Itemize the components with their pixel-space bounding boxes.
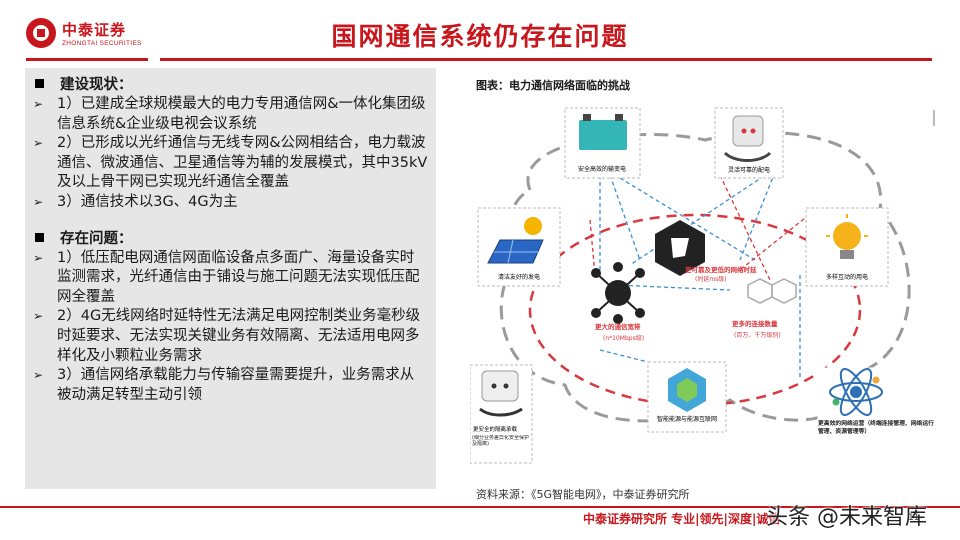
list-item: ➢ 2）已形成以光纤通信与无线专网&公网相结合，电力载波通信、微波通信、卫星通信… <box>33 134 428 193</box>
arrow-bullet-icon: ➢ <box>33 250 44 265</box>
power-socket-icon: 更安全的隔离承载 (细分业务差异化安全保护及隔离) <box>469 364 533 464</box>
network-node-icon <box>591 262 645 324</box>
label-bandwidth: 更大的通信宽带 <box>595 322 641 331</box>
battery-icon: 安全高效的输变电 <box>564 107 641 179</box>
list-item-text: 2）4G无线网络时延特性无法满足电网控制类业务毫秒级时延要求、无法实现关键业务有… <box>57 308 421 364</box>
label-bandwidth-sub: (n*10Mbps级) <box>603 334 644 342</box>
list-item: ➢ 2）4G无线网络时延特性无法满足电网控制类业务毫秒级时延要求、无法实现关键业… <box>33 307 428 366</box>
red-connectors <box>589 174 816 281</box>
section-heading-label: 存在问题： <box>60 230 133 247</box>
label-generation: 清洁友好的发电 <box>498 273 540 281</box>
light-bulb-icon: 多样互动的用电 <box>805 207 889 287</box>
square-bullet-icon <box>35 232 44 242</box>
square-bullet-icon <box>35 79 44 88</box>
list-item: ➢ 3）通信技术以3G、4G为主 <box>33 193 428 213</box>
molecule-network-icon <box>747 278 797 304</box>
label-latency-sub: (时延ms级) <box>695 275 727 283</box>
label-distribution: 灵活可靠的配电 <box>728 166 770 174</box>
arrow-bullet-icon: ➢ <box>33 194 44 209</box>
label-latency: 更可靠及更低的网络时延 <box>685 265 757 274</box>
atom-operations-icon: 更高效的网络运营（终端连接管理、网络运行管理、资源管理等） <box>817 367 939 464</box>
arrow-bullet-icon: ➢ <box>33 309 44 324</box>
plug-icon: 灵活可靠的配电 <box>714 107 784 179</box>
label-consumption: 多样互动的用电 <box>826 273 868 281</box>
text-panel: 建设现状： ➢ 1）已建成全球规模最大的电力专用通信网&一体化集团级信息系统&企… <box>25 68 436 489</box>
arrow-bullet-icon: ➢ <box>33 97 44 111</box>
watermark: 头条 @未来智库 <box>766 505 927 530</box>
hexagon-speed-icon <box>655 220 705 276</box>
label-transmission: 安全高效的输变电 <box>578 165 626 173</box>
list-item-text: 1）低压配电网通信网面临设备点多面广、海量设备实时监测需求，光纤通信由于铺设与施… <box>57 249 420 305</box>
arrow-bullet-icon: ➢ <box>33 136 44 151</box>
label-energy-internet: 智能能源与能源互联网 <box>657 415 717 423</box>
blue-connectors <box>599 171 801 380</box>
list-item: ➢ 3）通信网络承载能力与传输容量需要提升，业务需求从被动满足转型主动引领 <box>33 366 428 405</box>
list-item: ➢ 1）已建成全球规模最大的电力专用通信网&一体化集团级信息系统&企业级电视会议… <box>33 95 428 134</box>
footer-rule <box>0 506 960 508</box>
footer-text: 中泰证券研究所 专业|领先|深度|诚信 <box>583 512 781 526</box>
energy-internet-icon: 智能能源与能源互联网 <box>647 361 727 433</box>
section-heading-label: 建设现状： <box>60 77 133 93</box>
network-diagram: 安全高效的输变电 灵活可靠的配电 清洁友好的发电 多样互动的用电 <box>469 100 940 475</box>
label-isolation-sub: (细分业务差异化安全保护及隔离) <box>472 435 529 447</box>
title-underline-left <box>26 58 148 61</box>
side-tick-mark <box>933 110 935 126</box>
list-item-text: 3）通信技术以3G、4G为主 <box>57 193 238 210</box>
label-connections: 更多的连接数量 <box>732 319 778 328</box>
outer-dashed-loop <box>499 131 911 423</box>
company-logo: 中泰证券 ZHONGTAI SECURITIES <box>26 18 142 48</box>
title-underline <box>160 58 932 61</box>
list-item-text: 3）通信网络承载能力与传输容量需要提升，业务需求从被动满足转型主动引领 <box>57 367 415 403</box>
solar-panel-icon: 清洁友好的发电 <box>477 207 561 287</box>
list-item: ➢ 1）低压配电网通信网面临设备点多面广、海量设备实时监测需求，光纤通信由于铺设… <box>33 249 428 308</box>
page-number: 11 <box>908 513 920 523</box>
label-operations: 更高效的网络运营（终端连接管理、网络运行管理、资源管理等） <box>818 421 934 435</box>
logo-name-en: ZHONGTAI SECURITIES <box>62 40 142 47</box>
section-heading-current: 建设现状： <box>33 72 428 95</box>
label-connections-sub: (百万、千万级别) <box>734 331 781 339</box>
figure-title: 图表：电力通信网络面临的挑战 <box>476 79 630 92</box>
slide-title: 国网通信系统仍存在问题 <box>331 22 629 51</box>
list-item-text: 1）已建成全球规模最大的电力专用通信网&一体化集团级信息系统&企业级电视会议系统 <box>57 96 426 132</box>
list-item-text: 2）已形成以光纤通信与无线专网&公网相结合，电力载波通信、微波通信、卫星通信等为… <box>57 135 428 191</box>
arrow-bullet-icon: ➢ <box>33 368 44 383</box>
section-heading-problems: 存在问题： <box>33 226 428 249</box>
logo-name-cn: 中泰证券 <box>62 21 127 39</box>
figure-source: 资料来源：《5G智能电网》，中泰证券研究所 <box>476 488 690 501</box>
logo-emblem-icon <box>26 18 56 48</box>
label-isolation: 更安全的隔离承载 <box>473 425 518 433</box>
